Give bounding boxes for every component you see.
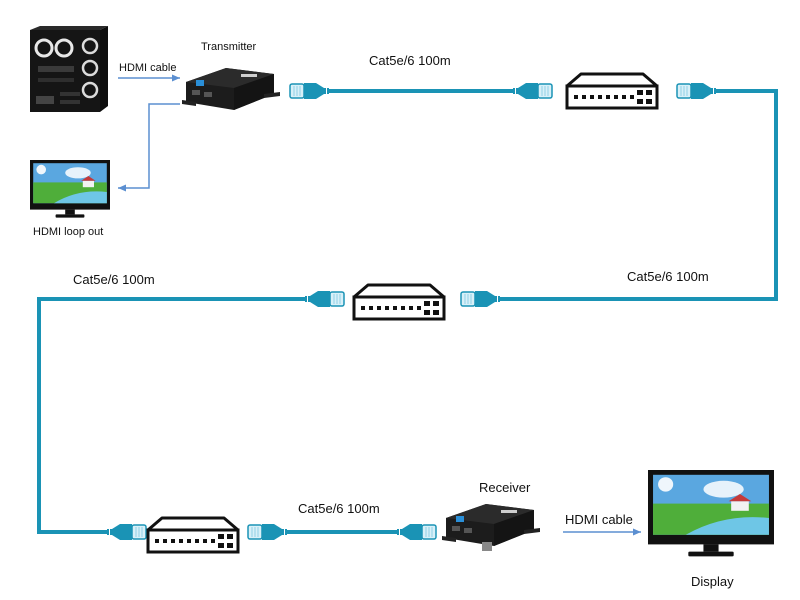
label-cable-segment-4: Cat5e/6 100m	[298, 501, 380, 516]
monitor-icon	[30, 160, 110, 218]
label-cable-segment-1: Cat5e/6 100m	[369, 53, 451, 68]
pc-tower-icon	[30, 26, 108, 112]
label-transmitter: Transmitter	[201, 41, 257, 53]
hdmi-extender-transmitter-icon	[182, 68, 280, 110]
cable-segment-2	[460, 82, 778, 308]
label-hdmi-cable-source: HDMI cable	[119, 62, 177, 74]
network-switch-icon	[565, 72, 659, 110]
label-cable-segment-3: Cat5e/6 100m	[73, 272, 155, 287]
label-receiver: Receiver	[479, 480, 531, 495]
network-switch-icon	[352, 283, 446, 321]
cable-segment-3	[37, 290, 345, 541]
cable-segment-1	[289, 82, 553, 100]
label-cable-segment-2: Cat5e/6 100m	[627, 269, 709, 284]
hdmi-link-loop-out	[118, 103, 180, 192]
monitor-icon	[648, 470, 774, 557]
hdmi-extender-receiver-icon	[442, 504, 540, 546]
label-hdmi-cable-display: HDMI cable	[565, 512, 633, 527]
label-hdmi-loop-out: HDMI loop out	[33, 226, 104, 238]
label-display: Display	[691, 574, 734, 589]
network-switch-icon	[146, 516, 240, 554]
cable-segment-4	[247, 523, 437, 541]
rj45-port	[482, 542, 492, 551]
